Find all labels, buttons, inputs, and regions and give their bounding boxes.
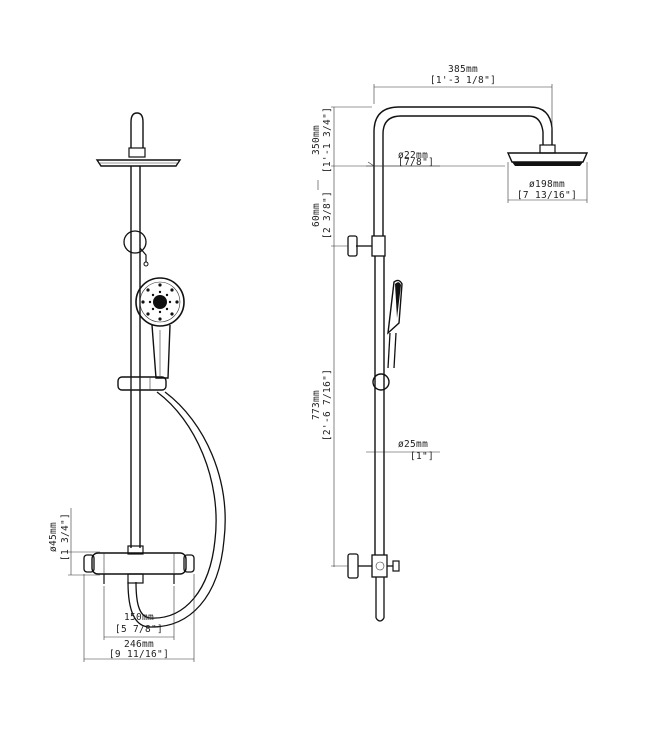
dim-45-inch: [1 3/4"] xyxy=(60,513,71,561)
rain-head-side xyxy=(506,152,589,166)
dim-150-inch: [5 7/8"] xyxy=(115,624,163,635)
shower-arm-outer xyxy=(373,106,553,236)
dim-pipe-22: ø22mm [7/8"] xyxy=(366,150,440,168)
dim-vertical-left: 350mm [1'-1 3/4"] 60mm [2 3/8"] 773mm [2… xyxy=(311,106,505,567)
dim-246-inch: [9 11/16"] xyxy=(109,649,169,660)
front-view: ø45mm [1 3/4"] 150mm [5 7/8"] 246mm [9 1… xyxy=(48,112,226,662)
side-valve xyxy=(347,553,400,622)
dim-head-198: ø198mm [7 13/16"] xyxy=(507,162,588,203)
dim-45-mm: ø45mm xyxy=(48,522,59,552)
side-slider-knob xyxy=(372,373,390,391)
dim-198-inch: [7 13/16"] xyxy=(517,190,577,201)
dim-60-inch: [2 3/8"] xyxy=(322,191,333,239)
side-diverter xyxy=(347,235,386,257)
rain-head-front xyxy=(95,159,182,167)
side-view: 385mm [1'-3 1/8"] 350mm [1'-1 3/4"] 60mm… xyxy=(311,64,589,622)
dim-22-inch: [7/8"] xyxy=(398,157,434,168)
dim-25-inch: [1"] xyxy=(410,451,434,462)
dim-773-mm: 773mm xyxy=(311,390,322,420)
dim-385-inch: [1'-3 1/8"] xyxy=(430,75,496,86)
thermostat-valve xyxy=(83,545,195,584)
dim-150-mm: 150mm xyxy=(124,612,154,623)
dim-385-mm: 385mm xyxy=(448,64,478,75)
diverter-knob xyxy=(123,230,147,254)
dim-246-mm: 246mm xyxy=(124,639,154,650)
dim-350-mm: 350mm xyxy=(311,125,322,155)
dim-198-mm: ø198mm xyxy=(529,179,565,190)
hose xyxy=(127,391,226,628)
shower-arm-inner xyxy=(382,115,544,236)
dim-60-mm: 60mm xyxy=(311,203,322,227)
hand-shower-handle xyxy=(151,324,171,379)
top-arm-knob xyxy=(130,112,144,148)
slider-holder xyxy=(117,376,167,391)
dim-arm-385: 385mm [1'-3 1/8"] xyxy=(373,64,553,130)
dim-width-246: 246mm [9 11/16"] xyxy=(83,574,195,662)
dim-25-mm: ø25mm xyxy=(398,439,428,450)
side-hand-shower xyxy=(387,279,403,369)
dim-22-mm: ø22mm xyxy=(398,150,428,161)
arm-connector xyxy=(128,147,146,158)
hand-shower-head xyxy=(135,277,185,327)
dim-773-inch: [2'-6 7/16"] xyxy=(322,369,333,441)
dim-pipe-25: ø25mm [1"] xyxy=(366,439,440,462)
dim-width-150: 150mm [5 7/8"] xyxy=(103,586,175,640)
dim-350-inch: [1'-1 3/4"] xyxy=(322,107,333,173)
